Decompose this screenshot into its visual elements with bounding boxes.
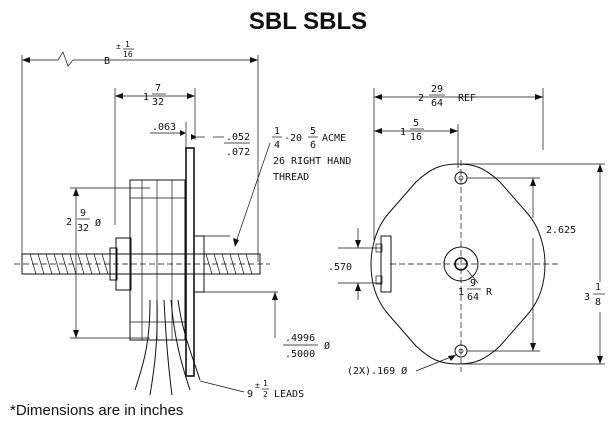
- leads-den: 2: [263, 390, 268, 399]
- pilot-diameter-bottom: .5000: [285, 349, 315, 360]
- center-radius-num: 9: [470, 278, 476, 289]
- leads-whole: 9: [247, 389, 253, 400]
- thread-pre: 1: [274, 126, 280, 137]
- shaft-projection-whole: 1: [143, 92, 149, 103]
- lead-wires: [134, 299, 201, 396]
- center-radius-den: 64: [467, 292, 479, 303]
- thread-pre-den: 4: [274, 140, 280, 151]
- lead-connector: [380, 235, 392, 293]
- dimensions-footnote: *Dimensions are in inches: [10, 402, 184, 419]
- leads-tol: ±: [255, 381, 260, 390]
- side-view: B ± 1 16 1 7 32 .063 .052 .072 1 4 -20 5: [14, 40, 351, 400]
- center-radius-suffix: R: [486, 287, 493, 298]
- thread-num: 5: [310, 126, 316, 137]
- half-width-whole: 1: [400, 127, 406, 138]
- pilot-offset-label: .570: [328, 262, 352, 273]
- flange-gap-label: .063: [152, 122, 176, 133]
- overall-height-whole: 3: [584, 292, 590, 303]
- thread-line-2: 26 RIGHT HAND: [273, 156, 351, 167]
- pilot-diameter-symbol: Ø: [324, 340, 330, 352]
- overall-length-tol: ±: [116, 42, 121, 51]
- body-diameter-whole: 2: [66, 217, 72, 228]
- front-view: 2 29 64 REF 1 5 16 .570: [328, 84, 605, 377]
- diagram-title: SBL SBLS: [248, 8, 368, 35]
- dim-line-overall-length: [22, 51, 258, 67]
- overall-height-num: 1: [595, 282, 601, 293]
- motor-front-outline: [370, 163, 546, 365]
- thread-leader: [234, 142, 271, 246]
- body-diameter-num: 9: [80, 208, 86, 219]
- leads-suffix: LEADS: [274, 389, 304, 400]
- center-radius-whole: 1: [458, 287, 464, 298]
- thread-den: 6: [310, 140, 316, 151]
- mount-width-suffix: REF: [458, 93, 476, 104]
- body-diameter-symbol: Ø: [95, 217, 101, 229]
- half-width-num: 5: [413, 118, 419, 129]
- shaft-projection-den: 32: [152, 97, 164, 108]
- body-diameter-den: 32: [77, 223, 89, 234]
- overall-length-num: 1: [125, 40, 130, 49]
- overall-length-prefix: B: [104, 56, 110, 67]
- pilot-diameter-top: .4996: [285, 333, 315, 344]
- thread-line-3: THREAD: [273, 172, 309, 183]
- mount-width-whole: 2: [418, 93, 424, 104]
- shaft-projection-num: 7: [155, 83, 161, 94]
- leads-num: 1: [263, 379, 268, 388]
- flange-thickness-bottom: .072: [226, 147, 250, 158]
- thread-mid: -20: [284, 133, 302, 144]
- mount-holes-label: (2X).169 Ø: [347, 365, 407, 377]
- mount-width-num: 29: [431, 84, 443, 95]
- motor-stator-body: [129, 179, 186, 341]
- hole-spacing-label: 2.625: [546, 225, 576, 236]
- flange-thickness-top: .052: [226, 132, 250, 143]
- half-width-den: 16: [410, 132, 422, 143]
- thread-post: ACME: [322, 133, 346, 144]
- mount-width-den: 64: [431, 98, 443, 109]
- overall-height-den: 8: [595, 297, 601, 308]
- overall-length-den: 16: [123, 50, 133, 59]
